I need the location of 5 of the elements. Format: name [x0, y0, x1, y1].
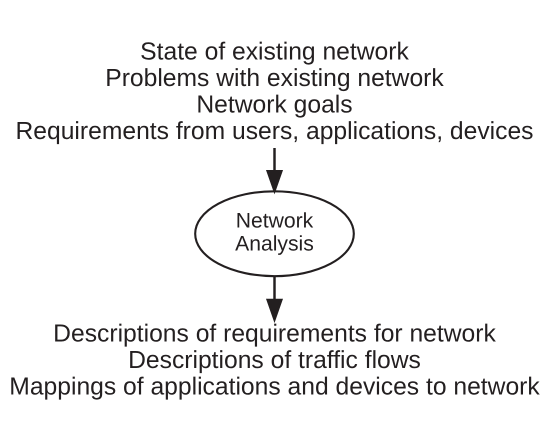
node-text: State of existing network Problems with existing network Network goals Requirements from users, applications, devices — [15, 38, 534, 144]
node-ellipse: Network Analysis — [194, 190, 355, 277]
arrow — [266, 148, 284, 194]
arrow — [266, 276, 284, 323]
node-text: Descriptions of requirements for network Descriptions of traffic flows Mappings of applications and devices to network — [9, 320, 540, 400]
